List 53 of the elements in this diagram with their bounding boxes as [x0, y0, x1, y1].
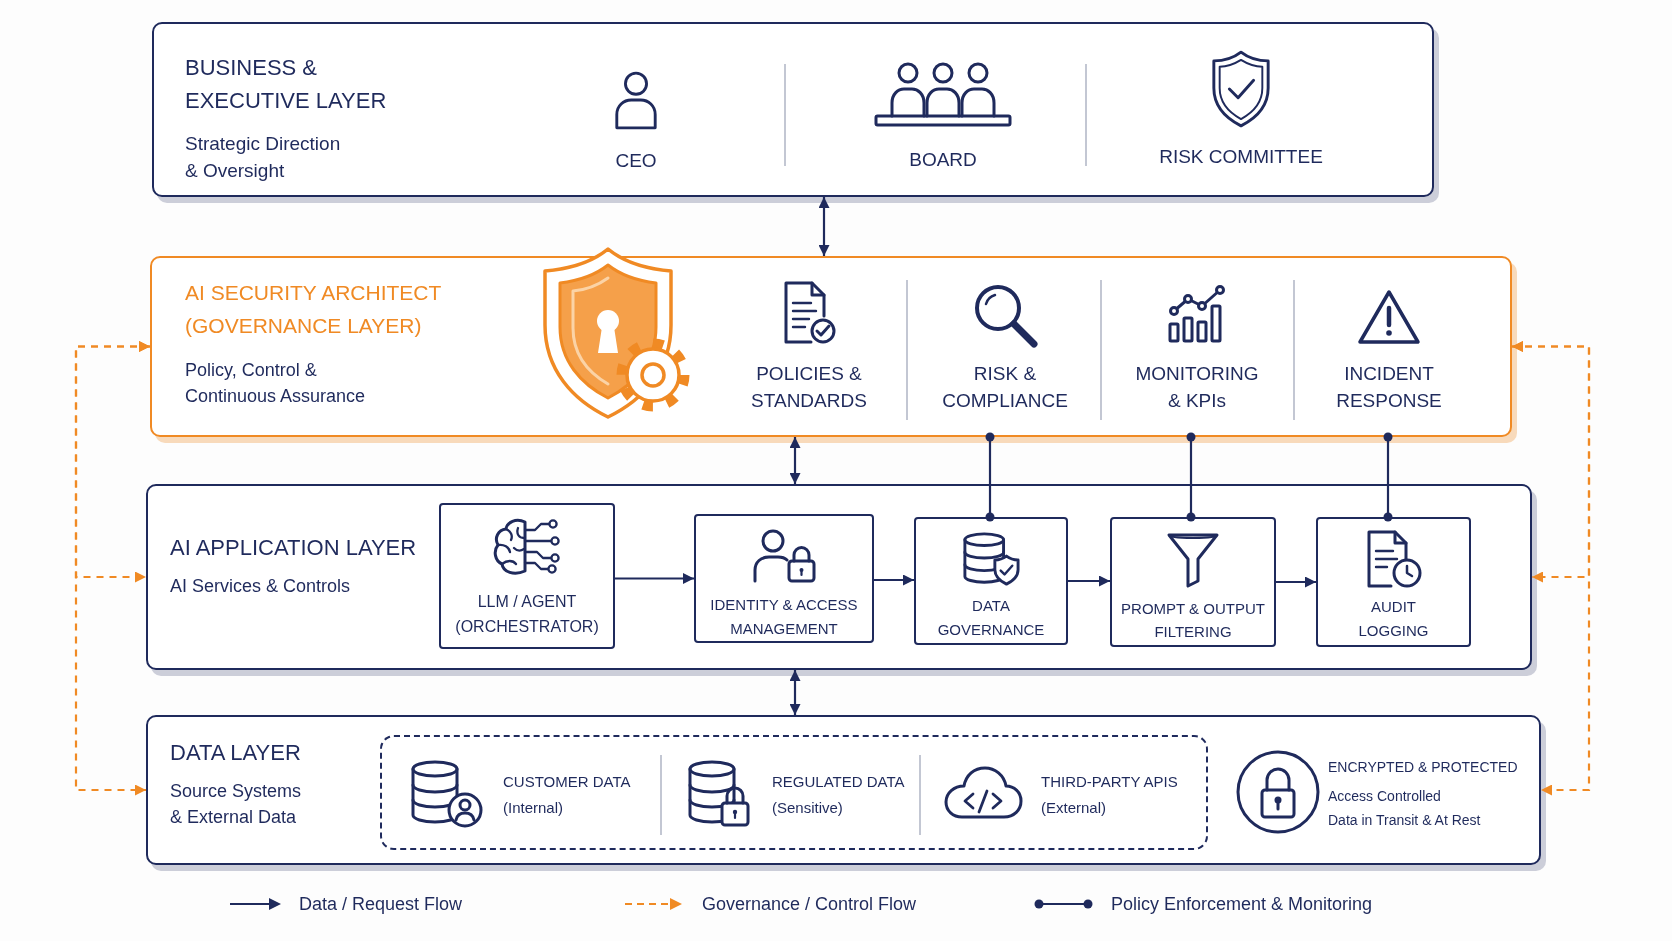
layer-panel: [146, 484, 1532, 670]
layer-subtitle: Policy, Control & Continuous Assurance: [185, 359, 367, 408]
legend-label: Data / Request Flow: [299, 893, 463, 916]
process-box: [1110, 517, 1276, 647]
legend-label: Governance / Control Flow: [702, 893, 917, 916]
dot-ended-line: [1383, 432, 1393, 522]
process-box: [694, 514, 874, 643]
security-heading: ENCRYPTED & PROTECTED: [1328, 758, 1519, 777]
process-label: LLM / AGENT (ORCHESTRATOR): [454, 592, 600, 637]
double-arrow: [789, 670, 801, 715]
process-box: [914, 517, 1068, 645]
arrow: [1276, 576, 1316, 588]
data-source-note: (Sensitive): [772, 798, 844, 818]
process-label: AUDIT LOGGING: [1357, 597, 1430, 641]
data-source-label: REGULATED DATA: [772, 772, 906, 792]
layer-subtitle: Strategic Direction & Oversight: [185, 132, 342, 183]
role-label: RISK COMMITTEE: [1158, 145, 1324, 169]
process-label: DATA GOVERNANCE: [936, 596, 1046, 640]
legend-label: Policy Enforcement & Monitoring: [1111, 893, 1373, 916]
dot-ended-line: [985, 432, 995, 522]
data-source-note: (External): [1041, 798, 1108, 818]
layer-subtitle: AI Services & Controls: [170, 575, 352, 598]
layer-title: DATA LAYER: [170, 739, 302, 767]
layer-subtitle: Source Systems & External Data: [170, 780, 303, 829]
process-label: PROMPT & OUTPUT FILTERING: [1120, 599, 1266, 642]
arrow: [615, 573, 694, 584]
layer-panel: [146, 715, 1541, 865]
data-source-label: THIRD-PARTY APIS: [1041, 772, 1179, 792]
role-label: BOARD: [908, 148, 978, 172]
double-arrow: [789, 437, 801, 484]
layer-title: BUSINESS & EXECUTIVE LAYER: [185, 54, 388, 115]
dashed-arrow: [1512, 341, 1591, 796]
process-box: [439, 503, 615, 649]
process-label: IDENTITY & ACCESS MANAGEMENT: [709, 595, 859, 639]
security-note: Access Controlled: [1328, 787, 1442, 806]
arrow: [874, 574, 914, 586]
process-box: [1316, 517, 1471, 647]
function-label: INCIDENT RESPONSE: [1335, 362, 1443, 413]
role-label: CEO: [614, 149, 658, 173]
arrow: [1068, 575, 1110, 587]
layer-title: AI SECURITY ARCHITECT (GOVERNANCE LAYER): [185, 280, 442, 339]
dot-ended-line: [1186, 432, 1196, 522]
function-label: RISK & COMPLIANCE: [941, 362, 1069, 413]
layer-title: AI APPLICATION LAYER: [170, 534, 418, 562]
data-source-note: (Internal): [503, 798, 565, 818]
layer-panel: [152, 22, 1434, 197]
dashed-arrow: [74, 341, 150, 796]
function-label: MONITORING & KPIs: [1134, 362, 1260, 413]
double-arrow: [818, 197, 830, 256]
dashed-group-frame: [380, 735, 1208, 850]
function-label: POLICIES & STANDARDS: [750, 362, 868, 413]
data-source-label: CUSTOMER DATA: [503, 772, 632, 792]
security-note: Data in Transit & At Rest: [1328, 811, 1482, 830]
